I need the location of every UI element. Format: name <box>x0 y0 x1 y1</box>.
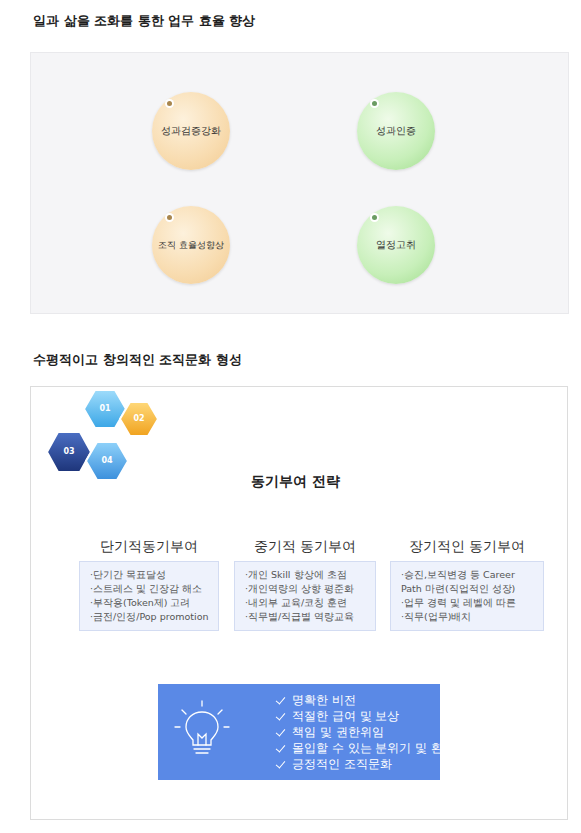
bullet-text: ·승진,보직변경 등 Career Path 마련(직업적인 성장) <box>401 568 535 596</box>
background-panel <box>30 52 569 314</box>
check-item: 적절한 급여 및 보상 <box>276 708 430 724</box>
section-heading: 일과 삶을 조화를 통한 업무 효율 향상 <box>33 12 581 30</box>
bullet-text: ·금전/인정/Pop promotion <box>90 610 210 624</box>
check-item: 긍정적인 조직문화 <box>276 756 430 772</box>
summary-box: 명확한 비전적절한 급여 및 보상책임 및 권한위임몰입할 수 있는 분위기 및… <box>158 684 440 780</box>
node-label: 성과검증강화 <box>161 124 221 138</box>
hexagon-illustration <box>40 386 170 496</box>
check-item: 책임 및 권한위임 <box>276 724 430 740</box>
hexagon-number: 01 <box>90 404 120 413</box>
bullet-text: ·단기간 목표달성 <box>90 568 210 582</box>
circle-node: 성과검증강화 <box>152 92 230 170</box>
bullet-text: ·스트레스 및 긴장감 해소 <box>90 582 210 596</box>
node-label: 성과인증 <box>376 124 416 138</box>
box-heading: 중기적 동기부여 <box>235 538 375 556</box>
bullet-text: ·개인 Skill 향상에 초점 <box>245 568 367 582</box>
node-label: 조직 효율성향상 <box>158 239 224 252</box>
panel-heading: 동기부여 전략 <box>251 473 340 491</box>
circle-node: 열정고취 <box>357 206 435 284</box>
section-heading: 수평적이고 창의적인 조직문화 형성 <box>33 351 581 369</box>
check-item: 몰입할 수 있는 분위기 및 환경 <box>276 740 430 756</box>
bullet-text: ·업무 경력 및 레벨에 따른 <box>401 596 535 610</box>
bullet-text: ·직무별/직급별 역량교육 <box>245 610 367 624</box>
hexagon-number: 03 <box>54 447 84 456</box>
strategy-box: 단기적동기부여·단기간 목표달성·스트레스 및 긴장감 해소·부작용(Token… <box>79 561 219 631</box>
hexagon-number: 04 <box>92 456 122 465</box>
box-heading: 장기적인 동기부여 <box>391 538 543 556</box>
bullet-text: ·부작용(Token제) 고려 <box>90 596 210 610</box>
node-label: 열정고취 <box>376 238 416 252</box>
circle-node: 조직 효율성향상 <box>152 206 230 284</box>
bullet-text: ·직무(업무)배치 <box>401 610 535 624</box>
bullet-text: ·개인역량의 상향 평준화 <box>245 582 367 596</box>
lightbulb-icon <box>172 698 232 760</box>
hexagon-number: 02 <box>124 414 154 423</box>
strategy-box: 중기적 동기부여·개인 Skill 향상에 초점·개인역량의 상향 평준화·내외… <box>234 561 376 631</box>
box-heading: 단기적동기부여 <box>80 538 218 556</box>
check-item: 명확한 비전 <box>276 692 430 708</box>
circle-node: 성과인증 <box>357 92 435 170</box>
strategy-box: 장기적인 동기부여·승진,보직변경 등 Career Path 마련(직업적인 … <box>390 561 544 631</box>
bullet-text: ·내외부 교육/코칭 훈련 <box>245 596 367 610</box>
